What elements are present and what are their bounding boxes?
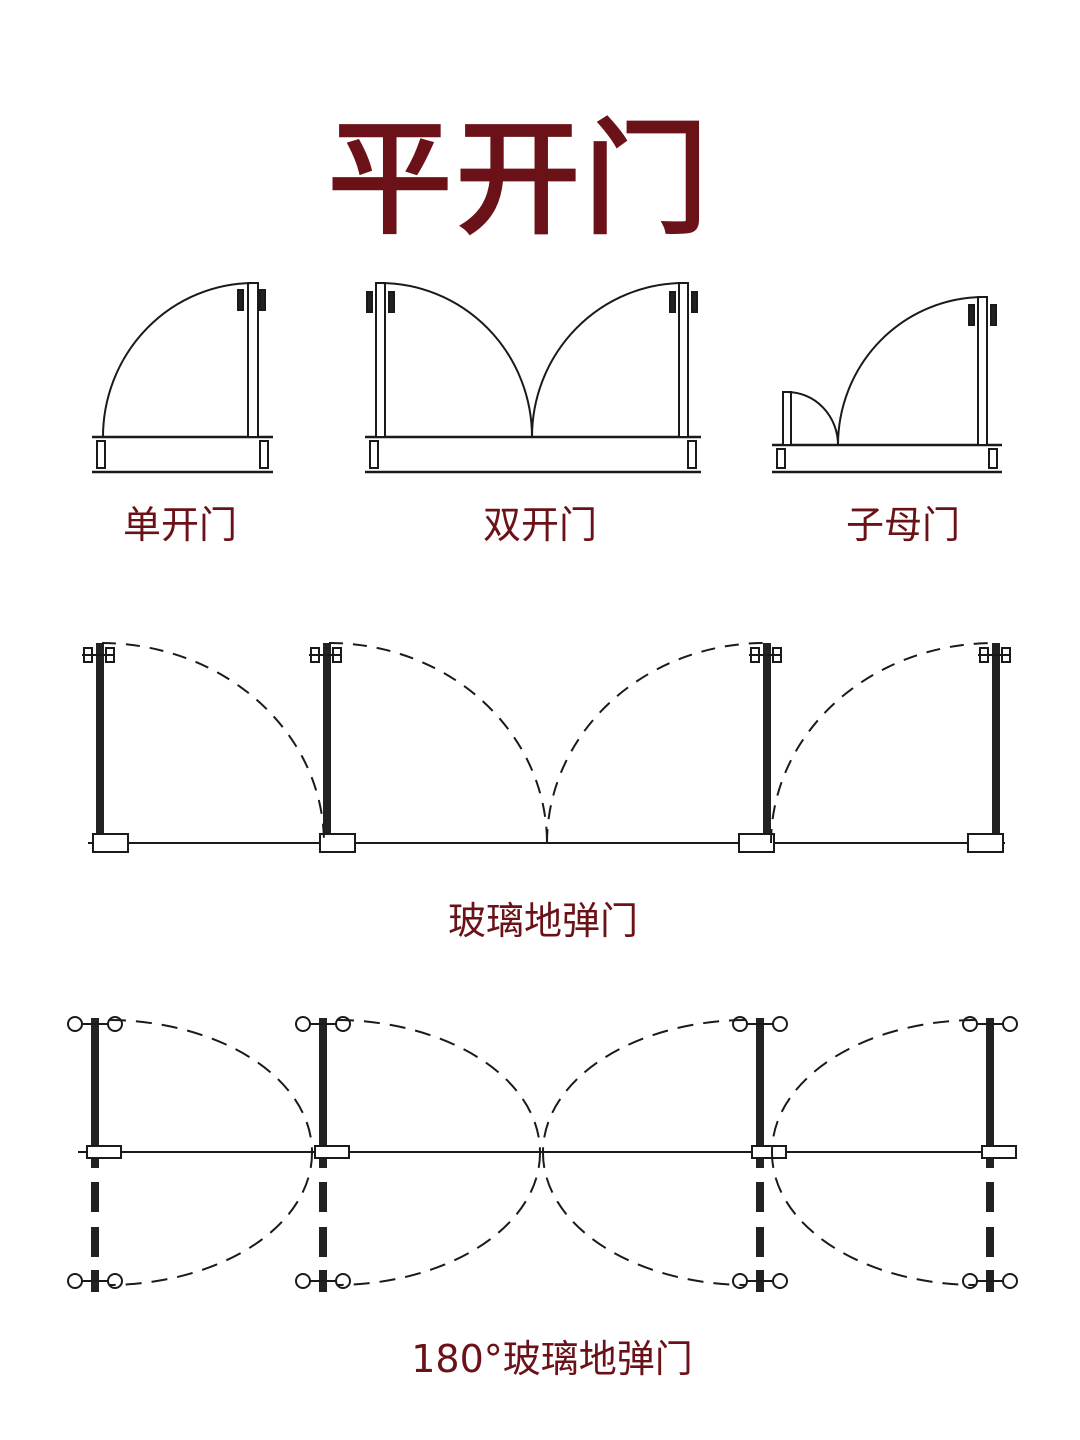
door-swing-arc <box>102 282 254 438</box>
glass-door-open-position <box>319 1182 327 1212</box>
door-handle-icon <box>259 289 266 311</box>
glass-door-leaf <box>91 1018 99 1168</box>
door-swing-arc <box>770 1151 976 1286</box>
glass-door-leaf <box>756 1018 764 1168</box>
door-swing-arc <box>101 642 325 844</box>
door-handle-icon <box>366 291 373 313</box>
floor-spring-box <box>751 1145 787 1159</box>
glass-door-leaf <box>96 643 104 843</box>
door-handle-ring-icon <box>1002 1016 1018 1032</box>
door-swing-arc <box>786 391 839 446</box>
door-handle-icon <box>968 304 975 326</box>
double-jamb <box>687 440 697 469</box>
door-handle-ring-icon <box>295 1273 311 1289</box>
door-swing-arc <box>837 296 984 446</box>
page-title: 平开门 <box>327 108 713 252</box>
label-180-floor-spring-door: 180°玻璃地弹门 <box>411 1337 693 1381</box>
floor-spring-box <box>92 833 129 853</box>
door-handle-ring-icon <box>1002 1273 1018 1289</box>
label-floor-spring-door: 玻璃地弹门 <box>447 899 639 943</box>
mother-son-jamb <box>776 448 786 469</box>
glass-door-leaf <box>319 1018 327 1168</box>
door-handle-icon <box>388 291 395 313</box>
glass-door-open-position <box>91 1182 99 1212</box>
door-handle-ring-icon <box>67 1016 83 1032</box>
door-handle-icon <box>669 291 676 313</box>
door-handle-ring-icon <box>67 1273 83 1289</box>
door-handle-ring-icon <box>772 1273 788 1289</box>
glass-door-open-position <box>756 1227 764 1257</box>
door-leaf <box>375 282 386 438</box>
glass-door-open-position <box>91 1227 99 1257</box>
glass-door-open-position <box>756 1182 764 1212</box>
door-handle-icon <box>691 291 698 313</box>
door-swing-arc <box>337 1019 541 1153</box>
door-swing-arc <box>109 1151 314 1286</box>
door-leaf <box>247 282 259 438</box>
glass-door-leaf <box>992 643 1000 843</box>
glass-door-open-position <box>986 1182 994 1212</box>
glass-door-leaf <box>763 643 771 843</box>
door-handle-icon <box>237 289 244 311</box>
door-swing-arc <box>379 282 533 438</box>
glass-door-leaf <box>323 643 331 843</box>
floor-spring-box <box>967 833 1004 853</box>
door-swing-arc <box>542 1019 746 1153</box>
door-handle-ring-icon <box>772 1016 788 1032</box>
floor-spring-box <box>981 1145 1017 1159</box>
door-leaf <box>977 296 988 446</box>
door-swing-arc <box>546 642 766 844</box>
small-door-leaf <box>782 391 792 446</box>
door-swing-arc <box>770 642 995 844</box>
door-swing-arc <box>541 1151 746 1286</box>
single-jamb <box>259 440 269 469</box>
single-jamb <box>96 440 106 469</box>
double-jamb <box>369 440 379 469</box>
floor-spring-box <box>738 833 775 853</box>
door-swing-arc <box>531 282 684 438</box>
label-mother-son-door: 子母门 <box>845 503 961 547</box>
door-handle-icon <box>990 304 997 326</box>
glass-door-leaf <box>986 1018 994 1168</box>
door-swing-arc <box>328 642 548 844</box>
door-swing-arc <box>337 1151 542 1286</box>
label-double-door: 双开门 <box>482 503 598 547</box>
door-swing-arc <box>771 1019 976 1153</box>
label-single-door: 单开门 <box>122 503 238 547</box>
door-swing-arc <box>109 1019 313 1153</box>
glass-door-open-position <box>986 1227 994 1257</box>
floor-spring-box <box>86 1145 122 1159</box>
glass-door-open-position <box>319 1227 327 1257</box>
mother-son-jamb <box>988 448 998 469</box>
floor-spring-box <box>319 833 356 853</box>
floor-spring-box <box>314 1145 350 1159</box>
door-leaf <box>678 282 689 438</box>
door-handle-ring-icon <box>295 1016 311 1032</box>
